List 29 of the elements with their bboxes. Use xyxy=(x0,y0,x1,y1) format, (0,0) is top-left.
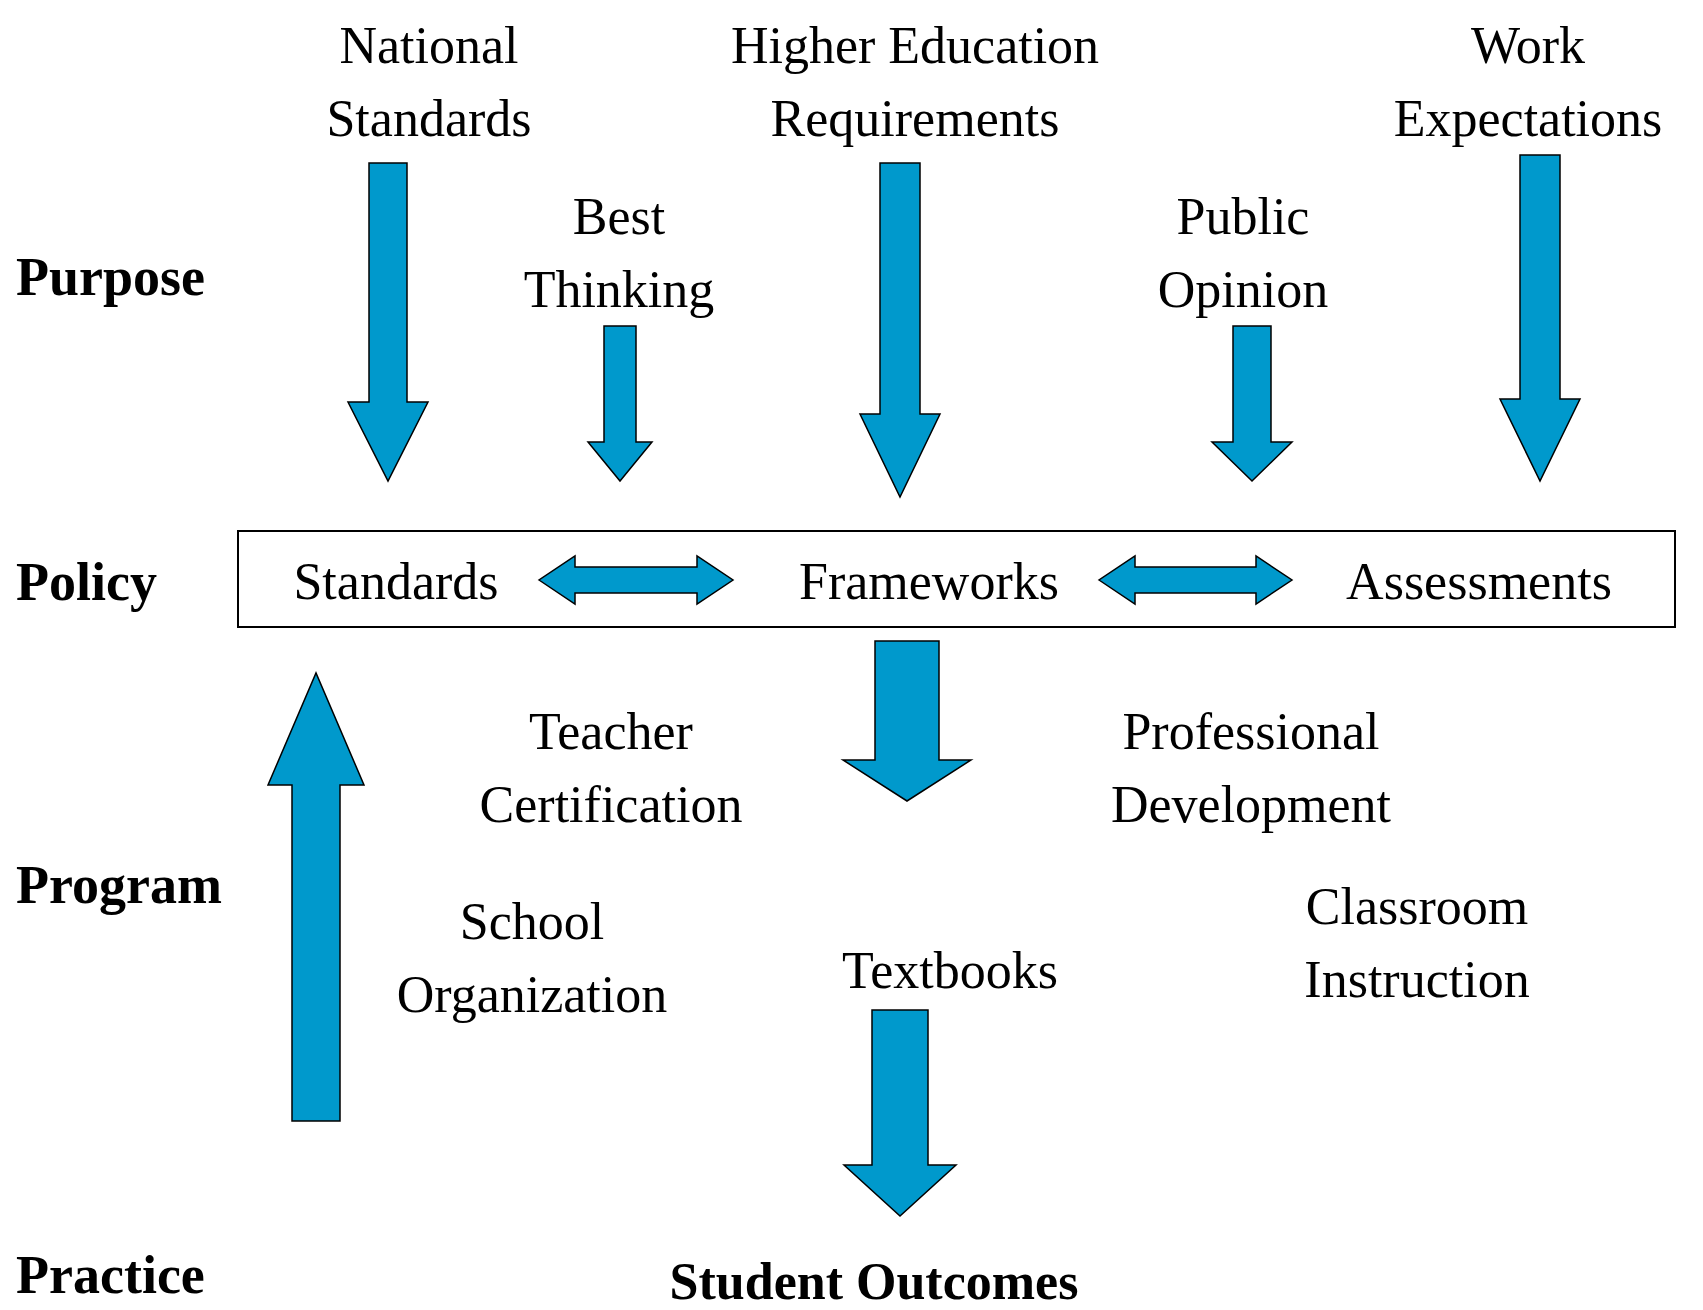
node-text: Best Thinking xyxy=(489,180,749,326)
double-block-arrow xyxy=(537,554,735,606)
node-text: Teacher Certification xyxy=(441,695,781,841)
double-block-arrow xyxy=(1097,554,1294,606)
node-text: School Organization xyxy=(352,885,712,1031)
block-arrow xyxy=(1210,325,1294,483)
node-text: Work Expectations xyxy=(1355,9,1701,155)
policy-box xyxy=(237,530,1676,628)
node-text: Frameworks xyxy=(769,545,1089,618)
block-arrow xyxy=(858,162,942,499)
node-text: Textbooks xyxy=(810,934,1090,1007)
level-label: Policy xyxy=(16,552,157,612)
level-label: Purpose xyxy=(16,247,205,307)
node-text: Assessments xyxy=(1314,545,1644,618)
node-text: National Standards xyxy=(279,9,579,155)
node-text: Classroom Instruction xyxy=(1262,870,1572,1016)
block-arrow xyxy=(266,671,366,1122)
node-text: Student Outcomes xyxy=(594,1245,1154,1310)
node-text: Standards xyxy=(261,545,531,618)
level-label: Practice xyxy=(16,1245,205,1305)
node-text: Professional Development xyxy=(1076,695,1426,841)
node-text: Higher Education Requirements xyxy=(675,9,1155,155)
level-label: Program xyxy=(16,855,222,915)
block-arrow xyxy=(842,1009,958,1217)
block-arrow xyxy=(1498,154,1582,483)
block-arrow xyxy=(346,162,430,483)
block-arrow xyxy=(586,325,654,483)
block-arrow xyxy=(840,640,974,802)
node-text: Public Opinion xyxy=(1123,180,1363,326)
